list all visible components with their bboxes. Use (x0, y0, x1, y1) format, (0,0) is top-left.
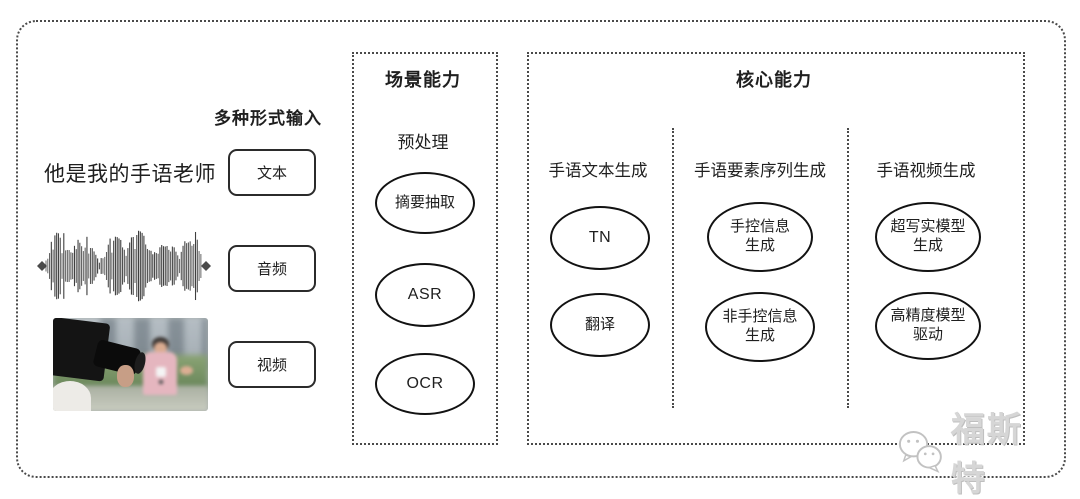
input-box-video-label: 视频 (256, 357, 287, 374)
node-summary-extraction: 摘要抽取 (375, 172, 475, 234)
core-box-title: 核心能力 (736, 70, 812, 90)
column-label-sign-element-sequence-generation: 手语要素序列生成 (694, 162, 826, 180)
photo-reporter-hand (180, 366, 194, 376)
scene-capability-box (352, 52, 498, 445)
node-asr: ASR (375, 263, 475, 327)
node-translation: 翻译 (550, 293, 650, 357)
input-box-audio: 音频 (228, 245, 316, 292)
input-section-title: 多种形式输入 (214, 109, 322, 128)
preprocess-label: 预处理 (397, 133, 449, 152)
column-label-sign-video-generation: 手语视频生成 (876, 162, 976, 180)
input-box-video: 视频 (228, 341, 316, 388)
node-high-precision-model-driving: 高精度模型 驱动 (875, 292, 981, 360)
wechat-icon (898, 431, 942, 473)
column-divider-2 (847, 128, 849, 408)
input-box-text: 文本 (228, 149, 316, 196)
cameraman-hand (117, 365, 134, 387)
watermark: 福斯特 (896, 411, 1056, 498)
node-tn: TN (550, 206, 650, 270)
input-box-audio-label: 音频 (256, 261, 287, 278)
node-manual-info-generation: 手控信息 生成 (707, 202, 813, 272)
audio-waveform-graphic (37, 230, 211, 302)
node-hyperrealistic-model-generation: 超写实模型 生成 (875, 202, 981, 272)
scene-box-title: 场景能力 (385, 70, 461, 90)
photo-reporter (142, 336, 177, 395)
input-box-text-label: 文本 (256, 165, 287, 182)
photo-microphone (155, 366, 166, 377)
column-divider-1 (672, 128, 674, 408)
outer-dotted-frame (16, 20, 1066, 478)
column-label-sign-text-generation: 手语文本生成 (548, 162, 648, 180)
watermark-text: 福斯特 (950, 411, 1023, 498)
node-non-manual-info-generation: 非手控信息 生成 (705, 292, 815, 362)
photo-cameraman-shirt (53, 381, 91, 411)
photo-reporter-face (153, 341, 167, 354)
core-capability-box (527, 52, 1025, 445)
reporter-video-thumbnail (53, 318, 208, 411)
node-ocr: OCR (375, 353, 475, 415)
example-sentence-text: 他是我的手语老师 (44, 163, 216, 186)
